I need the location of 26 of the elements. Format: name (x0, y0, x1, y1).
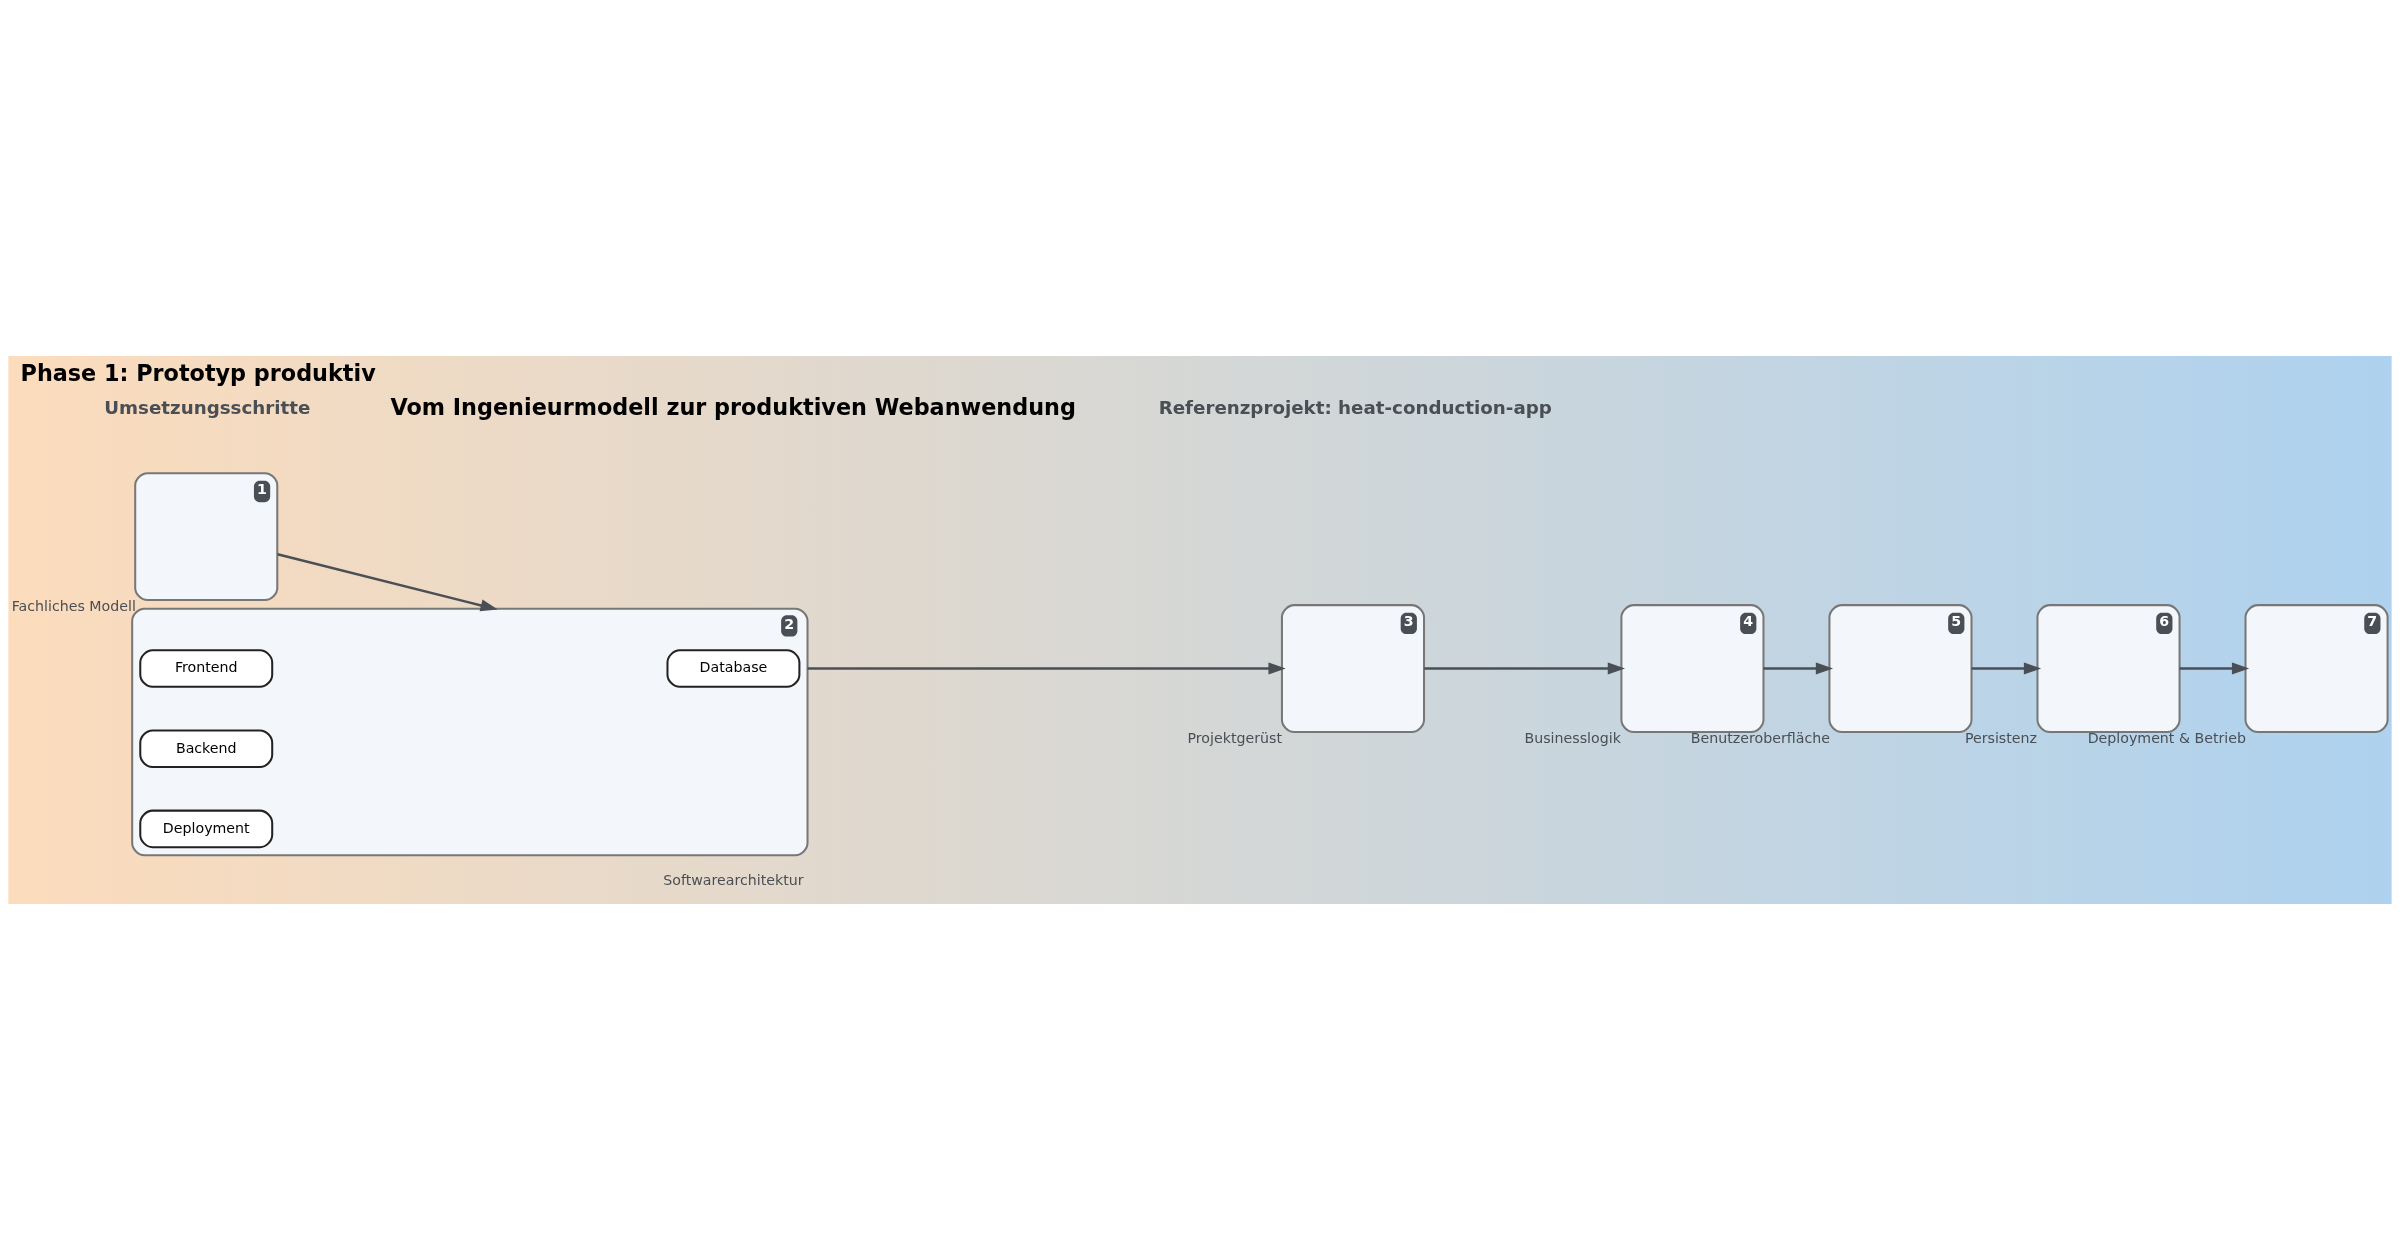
arrow (2179, 662, 2250, 675)
node-box: 4 (1620, 604, 1765, 733)
node-box: Database (666, 649, 801, 688)
node-box: 1 (134, 472, 279, 602)
node-box: 3 (1280, 604, 1426, 733)
label: Referenzprojekt: heat-conduction-app (1158, 397, 1552, 419)
arrow (1971, 662, 2042, 675)
arrow (807, 662, 1286, 675)
node-box: Backend (139, 729, 274, 768)
node-label: Businesslogik (1524, 730, 1621, 747)
node-box: Deployment (139, 809, 274, 849)
diagram-title: Phase 1: Prototyp produktiv (20, 359, 376, 386)
arrow (277, 553, 498, 612)
label: Vom Ingenieurmodell zur produktiven Webanwendung (390, 394, 1076, 421)
node-label: Projektgerüst (1187, 730, 1282, 747)
node-label: Deployment & Betrieb (2087, 730, 2247, 747)
node-box: 6 (2036, 604, 2181, 733)
arrow (1763, 662, 1834, 675)
node-label: Persistenz (1964, 730, 2037, 747)
node-label: Benutzeroberfläche (1690, 730, 1830, 747)
arrow (1424, 662, 1626, 675)
node-box: 7 (2244, 604, 2389, 733)
node-box: Frontend (139, 649, 274, 688)
label: Umsetzungsschritte (104, 397, 311, 419)
node-box: 5 (1828, 604, 1973, 733)
node-label: Softwarearchitektur (663, 872, 804, 889)
